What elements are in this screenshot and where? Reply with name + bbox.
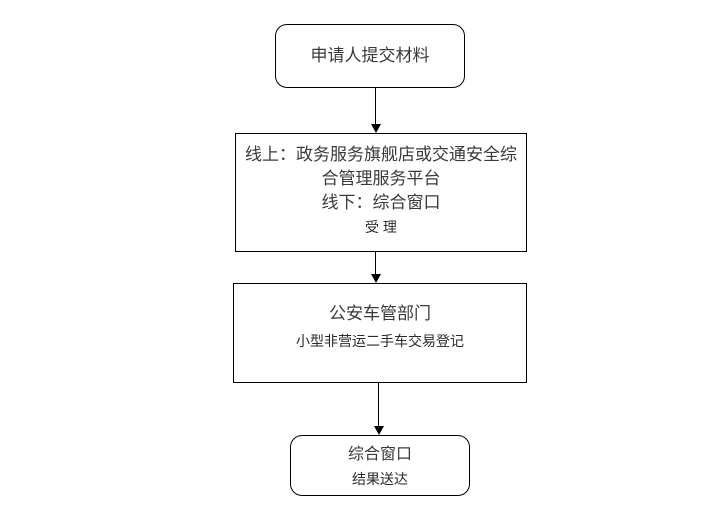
connector-line [378,383,379,426]
node-acceptance-line-1: 线上：政务服务旗舰店或交通安全综 [245,145,517,164]
node-vehicle-admin-department-title: 公安车管部门 [329,304,431,323]
node-applicant-submit-line-1: 申请人提交材料 [310,45,430,65]
node-result-delivery-subtitle: 结果送达 [352,470,408,487]
node-applicant-submit[interactable]: 申请人提交材料 [275,24,465,88]
node-acceptance-line-2: 合管理服务平台 [321,169,441,189]
connector-line [375,252,376,274]
down-arrow-icon [371,124,381,133]
node-vehicle-admin-department[interactable]: 公安车管部门 小型非营运二手车交易登记 [233,283,527,383]
node-acceptance[interactable]: 线上：政务服务旗舰店或交通安全综 合管理服务平台 线下：综合窗口 受 理 [235,133,527,252]
node-vehicle-admin-department-subtitle: 小型非营运二手车交易登记 [296,333,464,350]
connector-line [375,88,376,124]
node-acceptance-line-3: 线下：综合窗口 [321,193,441,213]
down-arrow-icon [374,426,384,435]
node-acceptance-line-4: 受 理 [365,219,397,236]
node-result-delivery-title: 综合窗口 [347,446,412,463]
node-result-delivery[interactable]: 综合窗口 结果送达 [290,435,470,496]
down-arrow-icon [371,274,381,283]
